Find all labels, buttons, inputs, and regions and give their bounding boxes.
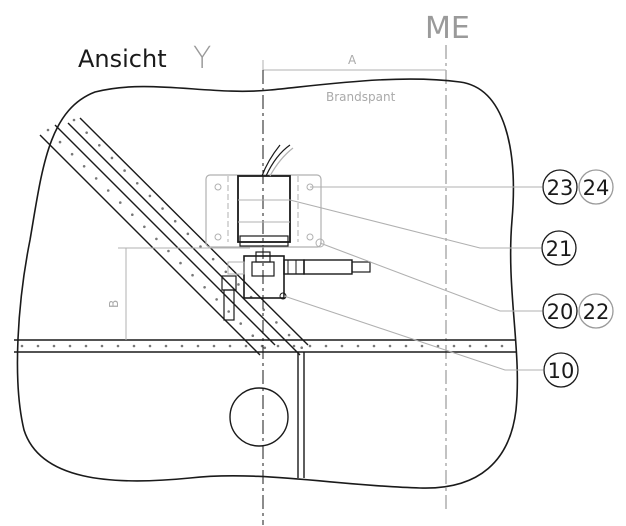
callout-label-23: 23: [547, 176, 574, 200]
view-title-letter: Y: [193, 41, 211, 76]
frame-label: Brandspant: [326, 90, 396, 104]
callout-label-21: 21: [546, 237, 573, 261]
rivet-dot: [186, 232, 190, 236]
rivet-dot: [262, 308, 266, 312]
rivet-dot: [224, 270, 228, 274]
lightening-hole: [229, 387, 289, 447]
diagonal-stiffener: [39, 117, 309, 356]
rivet-dot: [82, 165, 86, 168]
rivet-dot: [237, 283, 240, 286]
rivet-dot: [161, 207, 164, 210]
rivet-dot: [244, 344, 248, 348]
vertical-frame: [297, 352, 305, 478]
rivet-dot: [132, 344, 136, 348]
rivet-dot: [292, 344, 296, 348]
rivet-dot: [123, 169, 126, 172]
leader-lines: [283, 186, 543, 371]
callout-10: 10: [543, 352, 579, 388]
rivet-dot: [85, 131, 88, 134]
rivet-dot: [148, 194, 152, 198]
rivet-dot: [287, 333, 291, 337]
rivet-dot: [72, 118, 76, 122]
rivet-dot: [179, 261, 182, 265]
rivet-dot: [135, 181, 139, 185]
rivet-dot: [452, 344, 456, 348]
rivet-dot: [100, 344, 104, 348]
rivet-dots: [20, 118, 504, 350]
valve-block: [221, 251, 287, 321]
rivet-dot: [116, 344, 120, 348]
dimension-b: B: [107, 247, 250, 340]
cable-bundle: [261, 144, 294, 177]
mounting-plate: [205, 174, 325, 248]
rivet-dot: [131, 213, 134, 216]
rivet-dot: [20, 344, 24, 348]
callout-label-20: 20: [547, 300, 574, 324]
rivet-dot: [468, 344, 472, 348]
rivet-dot: [388, 344, 392, 348]
rivet-dot: [110, 156, 114, 160]
rivet-dot: [420, 344, 424, 348]
rivet-dot: [211, 257, 215, 261]
rivet-dot: [324, 344, 328, 348]
rivet-dot: [164, 344, 168, 348]
break-contour: [16, 78, 519, 489]
rivet-dot: [372, 344, 376, 348]
rivet-dot: [94, 177, 98, 180]
actuator-body: [227, 175, 299, 247]
view-title-prefix: Ansicht: [78, 45, 167, 73]
rivet-dot: [148, 344, 152, 348]
callout-20-22: 20 22: [542, 293, 614, 329]
rivet-dot: [173, 219, 177, 223]
rivet-dot: [356, 344, 360, 348]
rivet-dot: [118, 201, 122, 204]
rivet-dot: [167, 249, 170, 253]
rivet-dot: [276, 344, 280, 348]
rivet-dot: [106, 189, 110, 192]
rivet-dot: [212, 344, 216, 348]
rivet-dot: [263, 346, 267, 350]
rivet-dot: [46, 128, 50, 132]
horizontal-frame: [14, 339, 516, 353]
rivet-dot: [239, 322, 243, 325]
callout-23-24: 23 24: [542, 169, 614, 205]
rivet-dot: [300, 346, 304, 350]
rivet-dot: [36, 344, 40, 348]
rivet-dot: [215, 298, 218, 301]
dimension-a: A: [262, 53, 446, 80]
rivet-dot: [227, 310, 230, 313]
rivet-dot: [500, 344, 504, 348]
callout-21: 21: [541, 230, 577, 266]
rivet-dot: [484, 344, 488, 348]
rivet-dot: [68, 344, 72, 348]
rivet-dot: [340, 344, 344, 348]
rivet-dot: [143, 225, 146, 229]
callout-label-10: 10: [548, 359, 575, 383]
callout-label-22: 22: [583, 300, 610, 324]
centerline-label: ME: [425, 11, 470, 46]
callout-label-24: 24: [583, 176, 610, 200]
rivet-dot: [180, 344, 184, 348]
rivet-dot: [436, 344, 440, 348]
pipe-fitting: [283, 259, 371, 275]
rivet-dot: [228, 344, 232, 348]
rivet-dot: [155, 237, 158, 241]
rivet-dot: [58, 140, 62, 144]
dimension-a-label: A: [348, 53, 357, 67]
rivet-dot: [203, 286, 206, 289]
rivet-dot: [98, 144, 101, 147]
rivet-dot: [199, 245, 202, 248]
rivet-dot: [84, 344, 88, 348]
rivet-dot: [308, 344, 312, 348]
dimension-b-label: B: [107, 300, 121, 308]
rivet-dot: [251, 334, 255, 338]
rivet-dot: [70, 152, 74, 156]
rivet-dot: [404, 344, 408, 348]
rivet-dot: [191, 273, 194, 277]
rivet-dot: [52, 344, 56, 348]
rivet-dot: [275, 321, 278, 324]
rivet-dot: [196, 344, 200, 348]
